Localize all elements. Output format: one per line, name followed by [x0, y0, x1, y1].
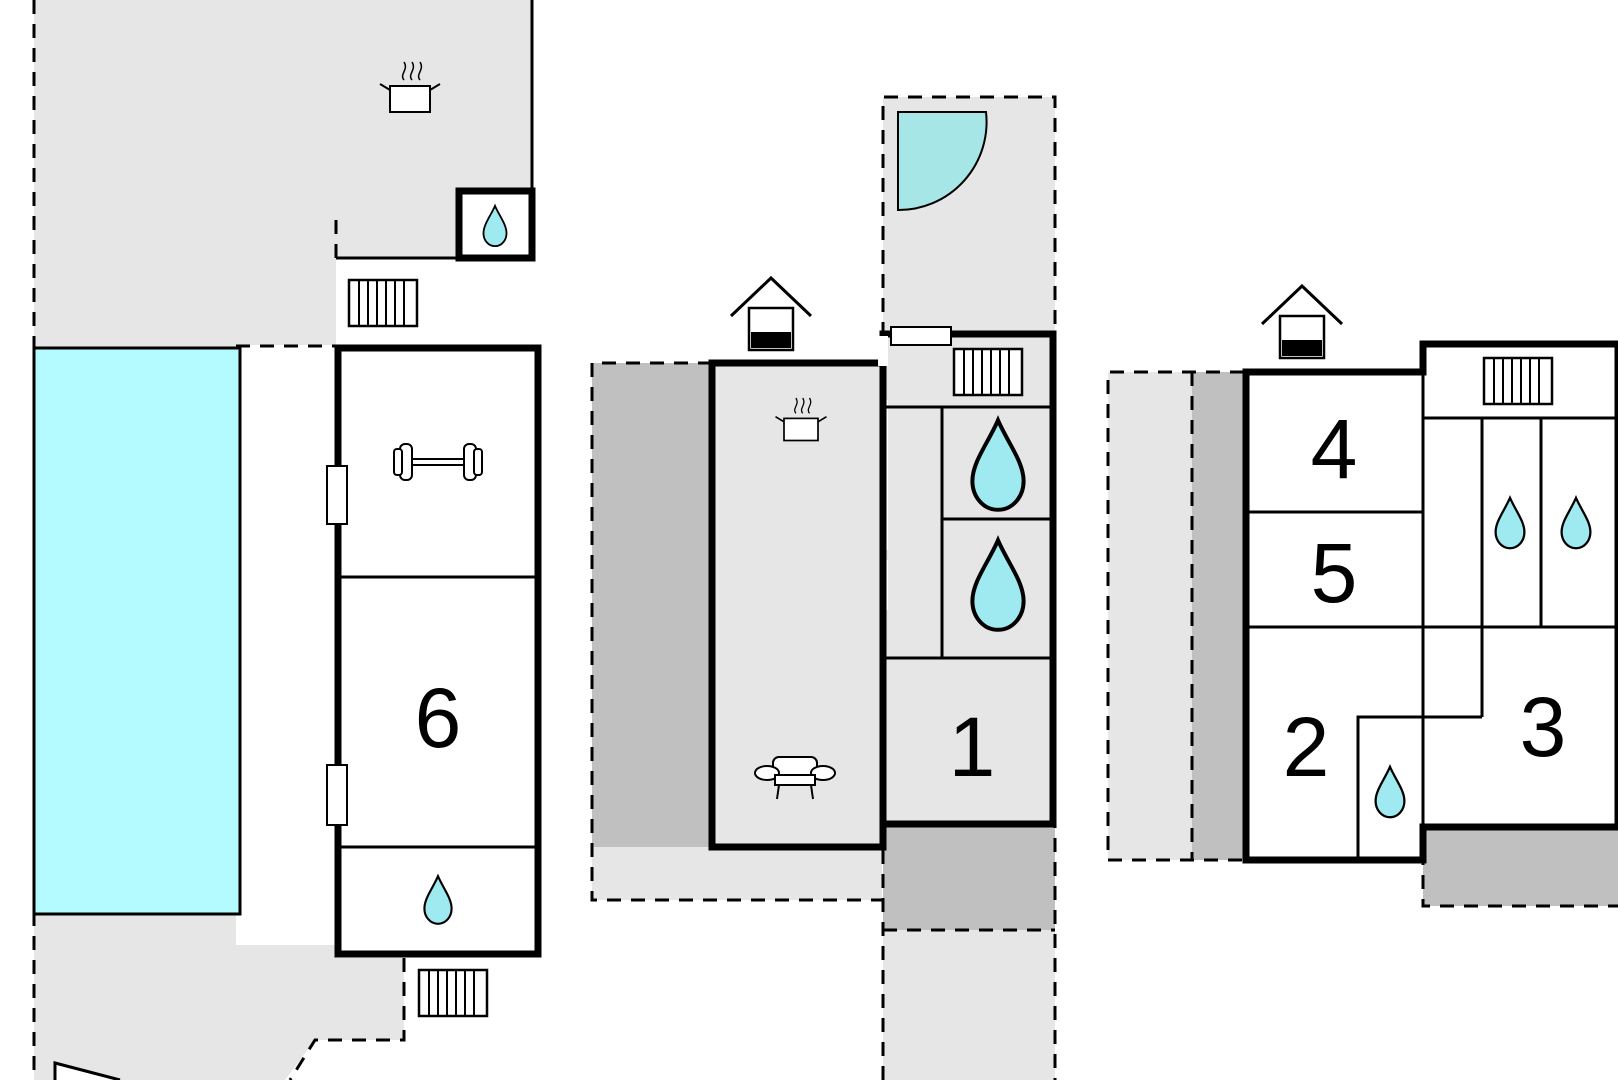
room-3-label: 3: [1520, 680, 1567, 774]
bathroom-drop-icon: [1560, 496, 1592, 550]
sofa-icon: [754, 756, 836, 800]
room-5-label: 5: [1311, 526, 1358, 620]
room-6-label: 6: [415, 671, 462, 765]
right-unit: 4 5 2 3: [1106, 284, 1618, 908]
right-terrace-bottom: [1423, 827, 1618, 906]
entry-terrace-dark: [883, 826, 1055, 930]
entry-path: [883, 97, 1055, 1080]
pool: [32, 346, 242, 916]
room-4-label: 4: [1311, 402, 1358, 496]
fitness-dumbbell-icon: [393, 443, 483, 481]
right-terrace-light: [1108, 372, 1192, 860]
house-entrance-icon: [1260, 284, 1344, 360]
bathroom-drop-icon: [423, 875, 453, 925]
right-terrace-dark: [1192, 372, 1244, 860]
house-entrance-icon: [729, 276, 813, 352]
middle-terrace-dark: [592, 363, 712, 847]
radiator-icon: [347, 278, 419, 328]
radiator-icon: [417, 968, 489, 1018]
middle-unit: 1: [590, 95, 1057, 1080]
room-1-label: 1: [949, 700, 996, 794]
bathroom-drop-icon: [1374, 765, 1406, 819]
radiator-icon: [952, 347, 1024, 397]
left-unit: 6: [32, 0, 542, 1080]
bathroom-drop-icon: [1494, 496, 1526, 550]
radiator-icon: [1482, 356, 1554, 406]
left-terrace-lower: [236, 945, 404, 1080]
room-2-label: 2: [1283, 700, 1330, 794]
door-swing-icon: [897, 111, 988, 212]
